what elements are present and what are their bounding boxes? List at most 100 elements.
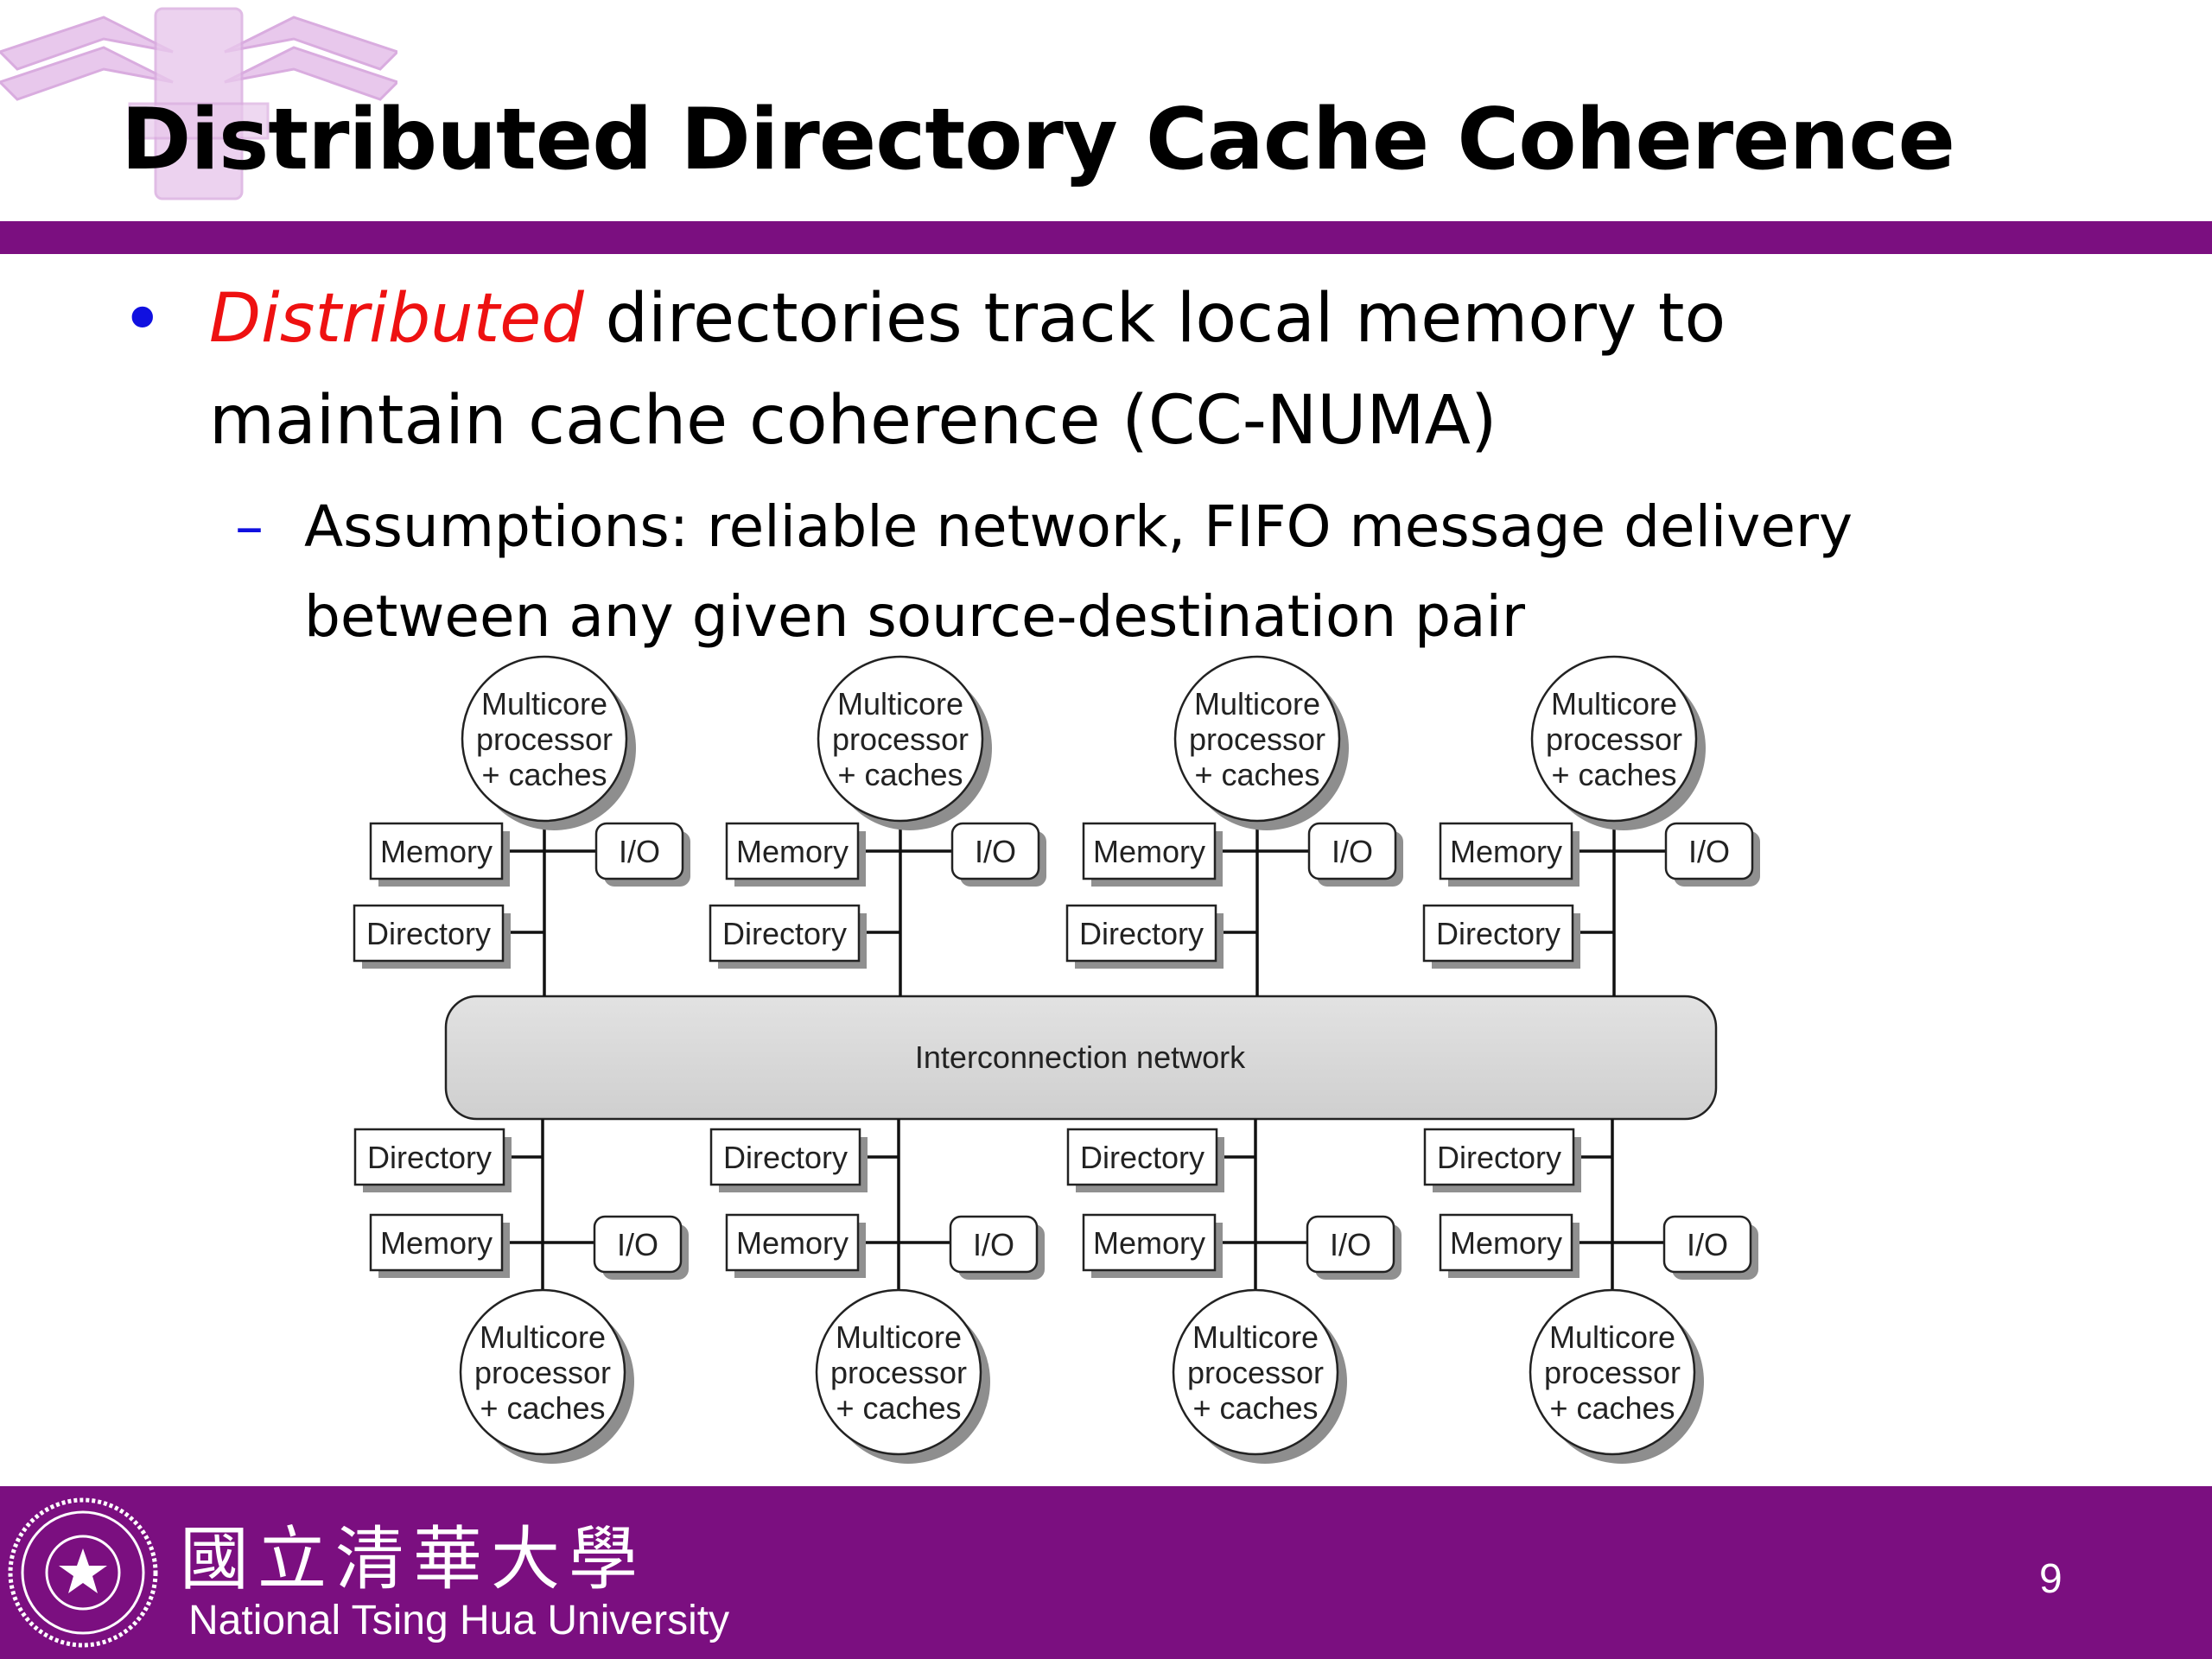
top-node-4-io — [1664, 822, 1754, 880]
interconnection-network — [444, 995, 1718, 1121]
bottom-node-4-directory-label: Directory — [1437, 1140, 1561, 1175]
bullet-dot-icon: • — [121, 276, 164, 361]
bottom-node-1-processor-label: + caches — [480, 1390, 605, 1426]
bottom-node-2-directory — [709, 1128, 861, 1186]
top-node-3-memory-label: Memory — [1093, 834, 1205, 869]
bottom-node-1-directory-label: Directory — [367, 1140, 492, 1175]
bottom-node-3-processor — [1172, 1288, 1339, 1456]
bottom-node-1-io-label: I/O — [617, 1227, 658, 1262]
title-underline-bar — [0, 221, 2212, 254]
bottom-node-4-memory-label: Memory — [1450, 1225, 1562, 1261]
bottom-node-3-processor-label: + caches — [1192, 1390, 1318, 1426]
university-seal-icon — [8, 1497, 158, 1648]
bottom-node-4-directory — [1423, 1128, 1575, 1186]
bottom-node-2-processor-label: + caches — [836, 1390, 961, 1426]
university-name-english: National Tsing Hua University — [188, 1598, 730, 1643]
bottom-node-2-processor — [815, 1288, 982, 1456]
bottom-node-2-io — [949, 1215, 1039, 1274]
bottom-node-3-memory-label: Memory — [1093, 1225, 1205, 1261]
top-node-2-memory — [725, 822, 860, 880]
top-node-3-memory — [1082, 822, 1217, 880]
top-node-2-io — [950, 822, 1040, 880]
bottom-node-1-processor-label: processor — [474, 1355, 611, 1390]
bottom-node-1-processor — [459, 1288, 626, 1456]
top-node-3-directory-label: Directory — [1079, 916, 1204, 951]
footer-bar: 國立清華大學 National Tsing Hua University 9 — [0, 1486, 2212, 1659]
top-node-1-processor — [461, 655, 628, 823]
top-node-2-processor-label: processor — [832, 721, 969, 757]
bottom-node-4-memory — [1439, 1213, 1573, 1272]
top-node-3-io-label: I/O — [1332, 834, 1373, 869]
top-node-1-directory-label: Directory — [366, 916, 491, 951]
bottom-node-2-processor-label: Multicore — [836, 1319, 962, 1355]
top-node-4-processor-label: + caches — [1551, 757, 1676, 792]
slide-title: Distributed Directory Cache Coherence — [121, 91, 1955, 189]
bottom-node-4-processor — [1529, 1288, 1696, 1456]
top-node-1-memory-label: Memory — [380, 834, 493, 869]
top-node-2-processor — [817, 655, 984, 823]
interconnection-network-label: Interconnection network — [915, 1039, 1246, 1075]
bullet-level1-body: directories track local memory to mainta… — [209, 280, 1726, 460]
top-node-4-memory — [1439, 822, 1573, 880]
university-name-chinese: 國立清華大學 — [180, 1519, 646, 1599]
bottom-node-3-directory-label: Directory — [1080, 1140, 1205, 1175]
top-node-2-directory — [709, 904, 861, 963]
top-node-4-directory — [1422, 904, 1574, 963]
page-number: 9 — [2039, 1556, 2063, 1602]
bottom-node-2-io-label: I/O — [973, 1227, 1014, 1262]
top-node-1-directory — [353, 904, 505, 963]
bottom-node-1-io — [593, 1215, 683, 1274]
bottom-node-1-memory — [369, 1213, 504, 1272]
bullet-level2-text: Assumptions: reliable network, FIFO mess… — [304, 493, 1853, 650]
top-node-1-processor-label: Multicore — [481, 686, 607, 721]
bottom-node-2-directory-label: Directory — [723, 1140, 848, 1175]
top-node-2-processor-label: + caches — [837, 757, 963, 792]
top-node-1-io-label: I/O — [619, 834, 660, 869]
bottom-node-4-processor-label: + caches — [1549, 1390, 1675, 1426]
university-logo-watermark — [0, 7, 397, 200]
top-node-4-memory-label: Memory — [1450, 834, 1562, 869]
top-node-3-processor-label: + caches — [1194, 757, 1319, 792]
bottom-node-1-directory — [353, 1128, 505, 1186]
top-node-3-processor-label: Multicore — [1194, 686, 1320, 721]
bullet-level1: • Distributed directories track local me… — [121, 268, 2108, 472]
bottom-node-4-io — [1662, 1215, 1752, 1274]
top-node-1-io — [594, 822, 684, 880]
bottom-node-3-io — [1306, 1215, 1395, 1274]
bottom-node-2-memory-label: Memory — [736, 1225, 849, 1261]
bullet-emphasis: Distributed — [209, 280, 584, 358]
bullet-level1-text: Distributed directories track local memo… — [209, 268, 2024, 472]
top-node-3-processor — [1173, 655, 1341, 823]
top-node-4-processor-label: processor — [1546, 721, 1682, 757]
top-node-4-processor — [1530, 655, 1698, 823]
bottom-node-4-processor-label: Multicore — [1549, 1319, 1675, 1355]
bottom-node-3-directory — [1066, 1128, 1218, 1186]
top-node-3-directory — [1065, 904, 1217, 963]
bottom-node-3-memory — [1082, 1213, 1217, 1272]
bottom-node-3-processor-label: Multicore — [1192, 1319, 1319, 1355]
bottom-node-4-processor-label: processor — [1544, 1355, 1681, 1390]
bottom-node-2-memory — [725, 1213, 860, 1272]
bottom-node-1-memory-label: Memory — [380, 1225, 493, 1261]
bottom-node-2-processor-label: processor — [830, 1355, 967, 1390]
top-node-4-directory-label: Directory — [1436, 916, 1560, 951]
bullet-list: • Distributed directories track local me… — [121, 268, 2108, 662]
top-node-4-io-label: I/O — [1688, 834, 1730, 869]
top-node-2-processor-label: Multicore — [837, 686, 963, 721]
top-node-2-io-label: I/O — [975, 834, 1016, 869]
top-node-4-processor-label: Multicore — [1551, 686, 1677, 721]
top-node-3-io — [1307, 822, 1397, 880]
bottom-node-4-io-label: I/O — [1687, 1227, 1728, 1262]
top-node-1-memory — [369, 822, 504, 880]
top-node-2-memory-label: Memory — [736, 834, 849, 869]
dash-bullet-icon: – — [235, 493, 264, 560]
bottom-node-3-io-label: I/O — [1330, 1227, 1371, 1262]
bottom-node-1-processor-label: Multicore — [480, 1319, 606, 1355]
top-node-1-processor-label: processor — [476, 721, 613, 757]
top-node-1-processor-label: + caches — [481, 757, 607, 792]
bottom-node-3-processor-label: processor — [1187, 1355, 1324, 1390]
bullet-level2: – Assumptions: reliable network, FIFO me… — [235, 482, 2108, 662]
top-node-3-processor-label: processor — [1189, 721, 1325, 757]
top-node-2-directory-label: Directory — [722, 916, 847, 951]
